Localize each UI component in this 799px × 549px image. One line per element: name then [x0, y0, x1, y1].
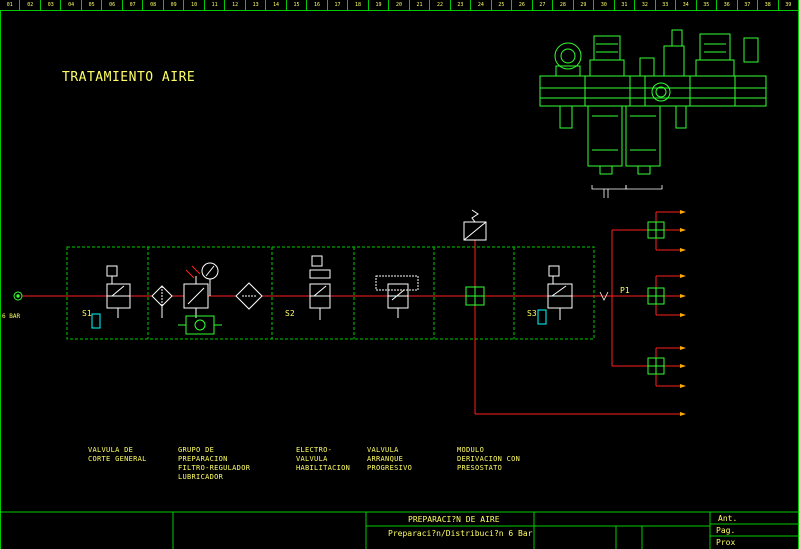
ruler-cell: 30 [594, 0, 615, 10]
label-p1: P1 [620, 286, 630, 295]
ruler-cell: 19 [369, 0, 390, 10]
ruler-cell: 12 [225, 0, 246, 10]
distribution-manifolds [647, 210, 686, 416]
caption-branch-module: MODULO DERIVACION CON PRESOSTATO [457, 446, 521, 472]
ruler-cell: 37 [738, 0, 759, 10]
ruler-cell: 32 [635, 0, 656, 10]
air-source-symbol [13, 291, 23, 301]
filter-symbol [151, 285, 173, 318]
title-block-prox: Prox [716, 538, 736, 547]
caption-shutoff-valve: VALVULA DE CORTE GENERAL [88, 446, 147, 463]
ruler-cell: 10 [184, 0, 205, 10]
regulator-indicator-symbol [185, 315, 215, 335]
ruler-cell: 03 [41, 0, 62, 10]
caption-solenoid-valve: ELECTRO- VALVULA HABILITACION [296, 446, 351, 472]
pressure-switch-symbol [463, 209, 487, 241]
ruler-cell: 01 [0, 0, 21, 10]
label-s1: S1 [82, 309, 92, 318]
ruler-cell: 29 [574, 0, 595, 10]
ruler-cell: 13 [246, 0, 267, 10]
ruler-cell: 14 [266, 0, 287, 10]
ruler-cell: 28 [553, 0, 574, 10]
ruler-cell: 05 [82, 0, 103, 10]
caption-soft-start-valve: VALVULA ARRANQUE PROGRESIVO [367, 446, 413, 472]
valve-s2-symbol [309, 255, 331, 320]
ruler-cell: 25 [492, 0, 513, 10]
module-boxes [66, 246, 595, 340]
drawing-title: TRATAMIENTO AIRE [62, 70, 196, 85]
line-crossover [599, 291, 609, 301]
ruler-cell: 20 [389, 0, 410, 10]
ruler-cell: 23 [451, 0, 472, 10]
ruler-cell: 26 [512, 0, 533, 10]
ruler-cell: 38 [758, 0, 779, 10]
title-block-subtitle: Preparaci?n/Distribuci?n 6 Bar [388, 529, 533, 538]
branch-module-symbol [465, 286, 485, 306]
ruler-cell: 07 [123, 0, 144, 10]
ruler-cell: 15 [287, 0, 308, 10]
pressure-lines [22, 229, 680, 415]
gauge-symbol [201, 262, 219, 296]
frl-unit-base-lines [591, 185, 663, 198]
ruler-cell: 08 [143, 0, 164, 10]
ruler-cell: 06 [102, 0, 123, 10]
title-block-pag: Pag. [716, 526, 736, 535]
source-pressure-label: 6 BAR [2, 313, 21, 320]
ruler-cell: 27 [533, 0, 554, 10]
ruler-cell: 09 [164, 0, 185, 10]
caption-frl-group: GRUPO DE PREPARACION FILTRO-REGULADOR LU… [178, 446, 251, 481]
valve-s3-symbol [547, 265, 573, 320]
ruler-cell: 18 [348, 0, 369, 10]
lubricator-symbol [235, 282, 263, 310]
valve-s1-symbol [106, 265, 131, 318]
ruler-cell: 11 [205, 0, 226, 10]
ruler-cell: 04 [61, 0, 82, 10]
ruler-cell: 24 [471, 0, 492, 10]
label-s2: S2 [285, 309, 295, 318]
ruler-cell: 35 [697, 0, 718, 10]
ruler-cell: 16 [307, 0, 328, 10]
ruler-cell: 36 [717, 0, 738, 10]
ruler-cell: 21 [410, 0, 431, 10]
label-s3: S3 [527, 309, 537, 318]
title-block-title: PREPARACI?N DE AIRE [408, 515, 500, 524]
ruler-cell: 22 [430, 0, 451, 10]
ruler-cell: 34 [676, 0, 697, 10]
title-block-ant: Ant. [718, 514, 738, 523]
frl-unit-illustration [539, 29, 767, 175]
valve-soft-start-symbol [375, 275, 419, 318]
ruler-cell: 17 [328, 0, 349, 10]
title-block-grid [1, 511, 798, 549]
ruler-cell: 39 [779, 0, 799, 10]
ruler-cell: 02 [20, 0, 41, 10]
ruler-cell: 31 [615, 0, 636, 10]
ruler-cell: 33 [656, 0, 677, 10]
regulator-symbol [183, 276, 209, 318]
